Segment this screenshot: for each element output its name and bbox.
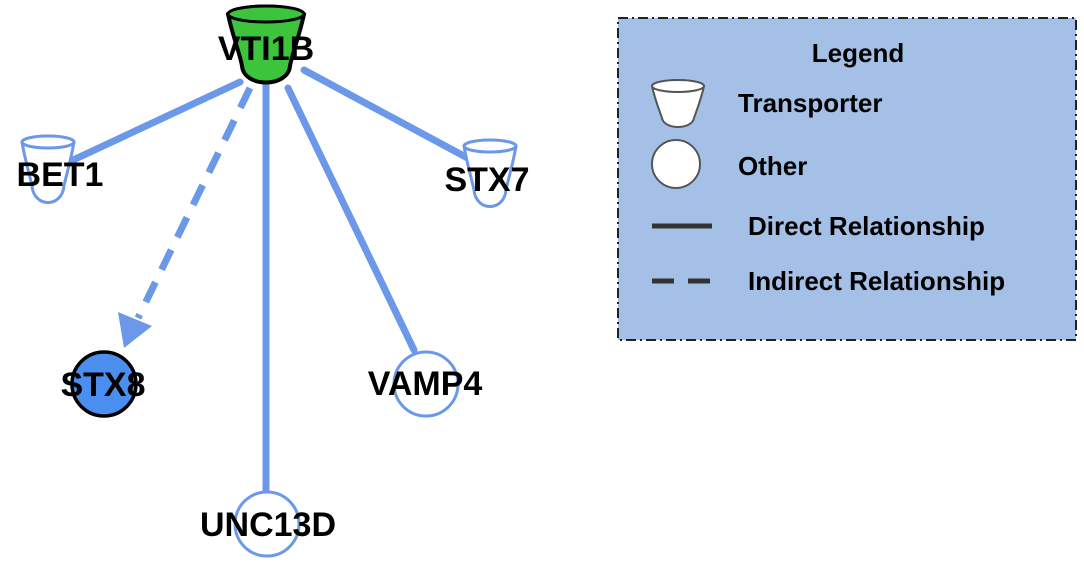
other-shape-vamp4 <box>392 350 460 418</box>
transporter-rim-bet1 <box>20 134 76 150</box>
node-label-bet1: BET1 <box>17 156 104 194</box>
transporter-rim-stx7 <box>462 138 518 154</box>
node-stx8[interactable]: STX8 <box>60 350 146 418</box>
legend-item-other: Other <box>651 139 807 189</box>
legend-label-direct: Direct Relationship <box>748 211 985 241</box>
legend-label-other: Other <box>738 151 807 181</box>
legend-item-indirect: Indirect Relationship <box>652 266 1005 296</box>
legend-label-transporter: Transporter <box>738 88 883 118</box>
transporter-rim-vti1b <box>226 4 306 24</box>
edges <box>52 66 479 497</box>
edge-vti1b-bet1[interactable] <box>52 78 244 172</box>
other-shape-unc13d <box>233 490 301 558</box>
edge-vti1b-vamp4[interactable] <box>284 84 418 354</box>
legend-other-icon <box>651 139 701 189</box>
legend: Legend Transporter Other Direct Relation… <box>617 17 1077 341</box>
node-vti1b[interactable]: VTI1B <box>218 4 314 85</box>
node-label-vamp4: VAMP4 <box>368 365 483 403</box>
legend-item-direct: Direct Relationship <box>652 211 985 241</box>
edge-vti1b-stx7[interactable] <box>300 66 479 166</box>
node-vamp4[interactable]: VAMP4 <box>368 350 483 418</box>
legend-item-transporter: Transporter <box>650 79 883 128</box>
node-label-vti1b: VTI1B <box>218 30 314 68</box>
other-shape-stx8 <box>70 350 138 418</box>
node-label-stx8: STX8 <box>60 366 145 404</box>
edge-vti1b-stx8[interactable] <box>134 86 254 320</box>
node-stx7[interactable]: STX7 <box>444 138 530 208</box>
node-bet1[interactable]: BET1 <box>17 134 104 204</box>
legend-label-indirect: Indirect Relationship <box>748 266 1005 296</box>
node-label-unc13d: UNC13D <box>200 506 336 544</box>
node-unc13d[interactable]: UNC13D <box>200 490 336 558</box>
edge-vti1b-stx8-arrowhead <box>118 312 152 348</box>
node-label-stx7: STX7 <box>444 161 529 199</box>
legend-title: Legend <box>812 38 904 68</box>
legend-transporter-rim <box>651 79 705 93</box>
